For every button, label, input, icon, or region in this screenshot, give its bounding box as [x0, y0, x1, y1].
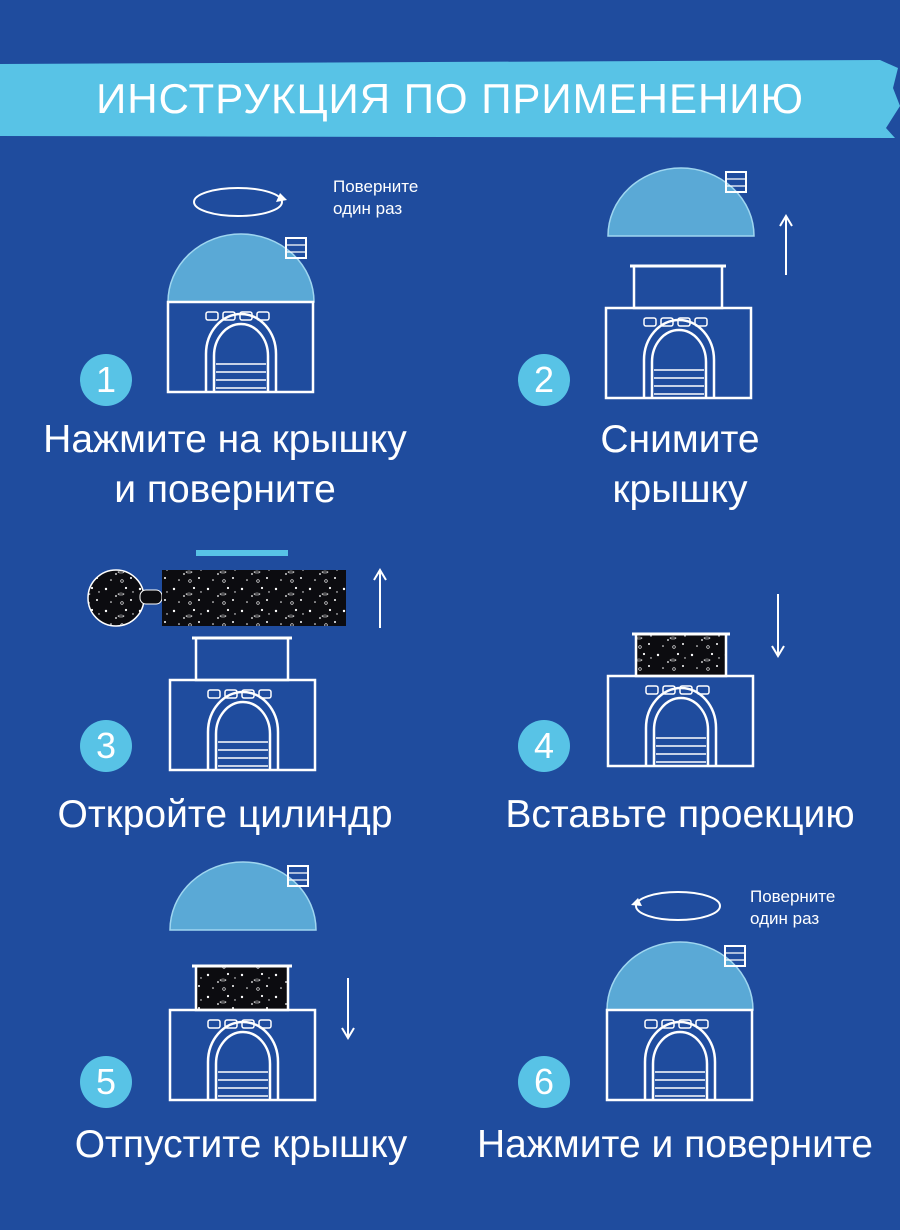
- step-2-number-badge: 2: [518, 354, 570, 406]
- step-1-illustration: [0, 187, 315, 420]
- step-3: 3 Откройте цилиндр: [0, 540, 450, 910]
- arrow-down-icon: [771, 594, 785, 658]
- step-2-illustration: [450, 167, 793, 420]
- brush-stroke-decoration: [0, 60, 900, 138]
- arrow-up-icon: [779, 214, 793, 275]
- title-banner: ИНСТРУКЦИЯ ПО ПРИМЕНЕНИЮ: [0, 58, 900, 140]
- step-4: 4 Вставьте проекцию: [450, 540, 900, 910]
- step-3-caption: Откройте цилиндр: [57, 793, 393, 836]
- step-4-caption: Вставьте проекцию: [505, 793, 855, 836]
- step-1: Поверните один раз 1 Нажмите на крышку и…: [0, 160, 450, 530]
- step-6-note: Поверните один раз: [750, 887, 836, 928]
- step-2: 2 Снимите крышку: [450, 160, 900, 530]
- step-2-caption: Снимите крышку: [600, 418, 760, 511]
- rotate-arrow-icon: [631, 891, 721, 921]
- step-3-number-badge: 3: [80, 720, 132, 772]
- page-title: ИНСТРУКЦИЯ ПО ПРИМЕНЕНИЮ: [96, 75, 804, 122]
- arrow-down-icon: [341, 978, 355, 1040]
- step-6-illustration: [450, 891, 754, 1100]
- step-6: Поверните один раз 6 Нажмите и поверните: [450, 860, 900, 1230]
- projection-film: [87, 569, 346, 627]
- step-5-illustration: [0, 861, 355, 1100]
- step-5-number-badge: 5: [80, 1056, 132, 1108]
- step-1-note: Поверните один раз: [333, 177, 419, 218]
- arrow-up-icon: [373, 568, 387, 628]
- step-5: 5 Отпустите крышку: [0, 860, 450, 1230]
- step-3-illustration: [87, 550, 387, 780]
- step-1-caption: Нажмите на крышку и поверните: [43, 418, 407, 511]
- step-4-number-badge: 4: [518, 720, 570, 772]
- step-5-caption: Отпустите крышку: [74, 1123, 408, 1166]
- step-6-caption: Нажмите и поверните: [476, 1123, 874, 1166]
- step-6-number-badge: 6: [518, 1056, 570, 1108]
- rotate-arrow-icon: [193, 187, 287, 217]
- step-4-illustration: [450, 594, 785, 780]
- step-1-number-badge: 1: [80, 354, 132, 406]
